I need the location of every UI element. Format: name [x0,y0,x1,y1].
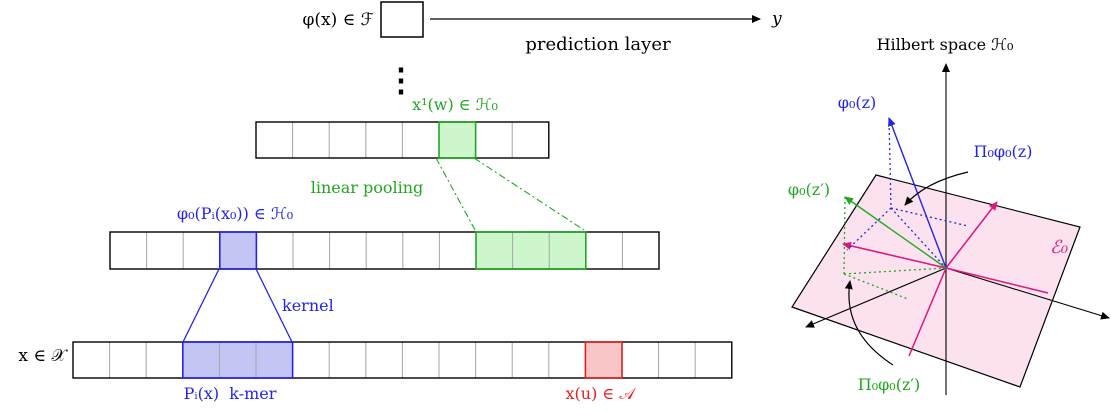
char-label: x(u) ∈ 𝒜 [566,384,637,403]
input-kmer [182,342,293,378]
level1-pooled-cell [439,122,476,158]
level0-sequence [109,231,660,270]
input-char-cell [585,342,622,378]
input-kmer-outline [182,341,294,379]
linear-pooling-label: linear pooling [311,178,424,197]
level1-pooled-cell-outline [438,121,477,159]
horizontal-axis [945,267,1110,320]
input-char-cell-outline [584,341,623,379]
kmer-label: Pᵢ(x) k-mer [184,384,277,403]
subspace-label: ℰ₀ [1050,237,1068,258]
prediction-layer-label: prediction layer [525,34,671,55]
output-label: y [771,9,782,29]
input-label: x ∈ 𝒳 [18,346,68,366]
prediction-section: φ(x) ∈ ℱ y prediction layer ⋮ [302,1,782,99]
input-border [72,341,733,379]
hilbert-title: Hilbert space ℋ₀ [877,35,1014,54]
level1-sequence [255,121,550,159]
hilbert-space: Hilbert space ℋ₀ φ₀(z) Π₀φ₀(z) φ₀(z′) Π₀… [788,35,1110,395]
ellipsis-dots: ⋮ [385,61,417,99]
level0-border [109,231,660,270]
level0-kernel-cell-outline [219,231,258,270]
phi-zprime-label: φ₀(z′) [788,180,830,199]
level1-border [255,121,550,159]
feature-map-box [380,1,424,38]
pooling-lines [435,157,585,231]
proj-z-label: Π₀φ₀(z) [974,142,1033,161]
level1-label: x¹(w) ∈ ℋ₀ [412,95,498,114]
kernel-label: kernel [282,296,334,315]
proj-zprime-label: Π₀φ₀(z′) [858,375,921,394]
phi-zprime-vector [844,196,947,269]
input-sequence [72,341,733,379]
level0-pooling-window [476,232,586,269]
feature-map-label: φ(x) ∈ ℱ [302,10,374,30]
level0-kernel-cell [219,232,257,269]
level0-label: φ₀(Pᵢ(x₀)) ∈ ℋ₀ [177,204,293,223]
subspace-plane [791,174,1081,388]
level0-pooling-window-outline [475,231,587,270]
depth-axis [805,267,947,328]
kernel-lines [182,268,293,343]
phi-z-label: φ₀(z) [838,93,877,112]
